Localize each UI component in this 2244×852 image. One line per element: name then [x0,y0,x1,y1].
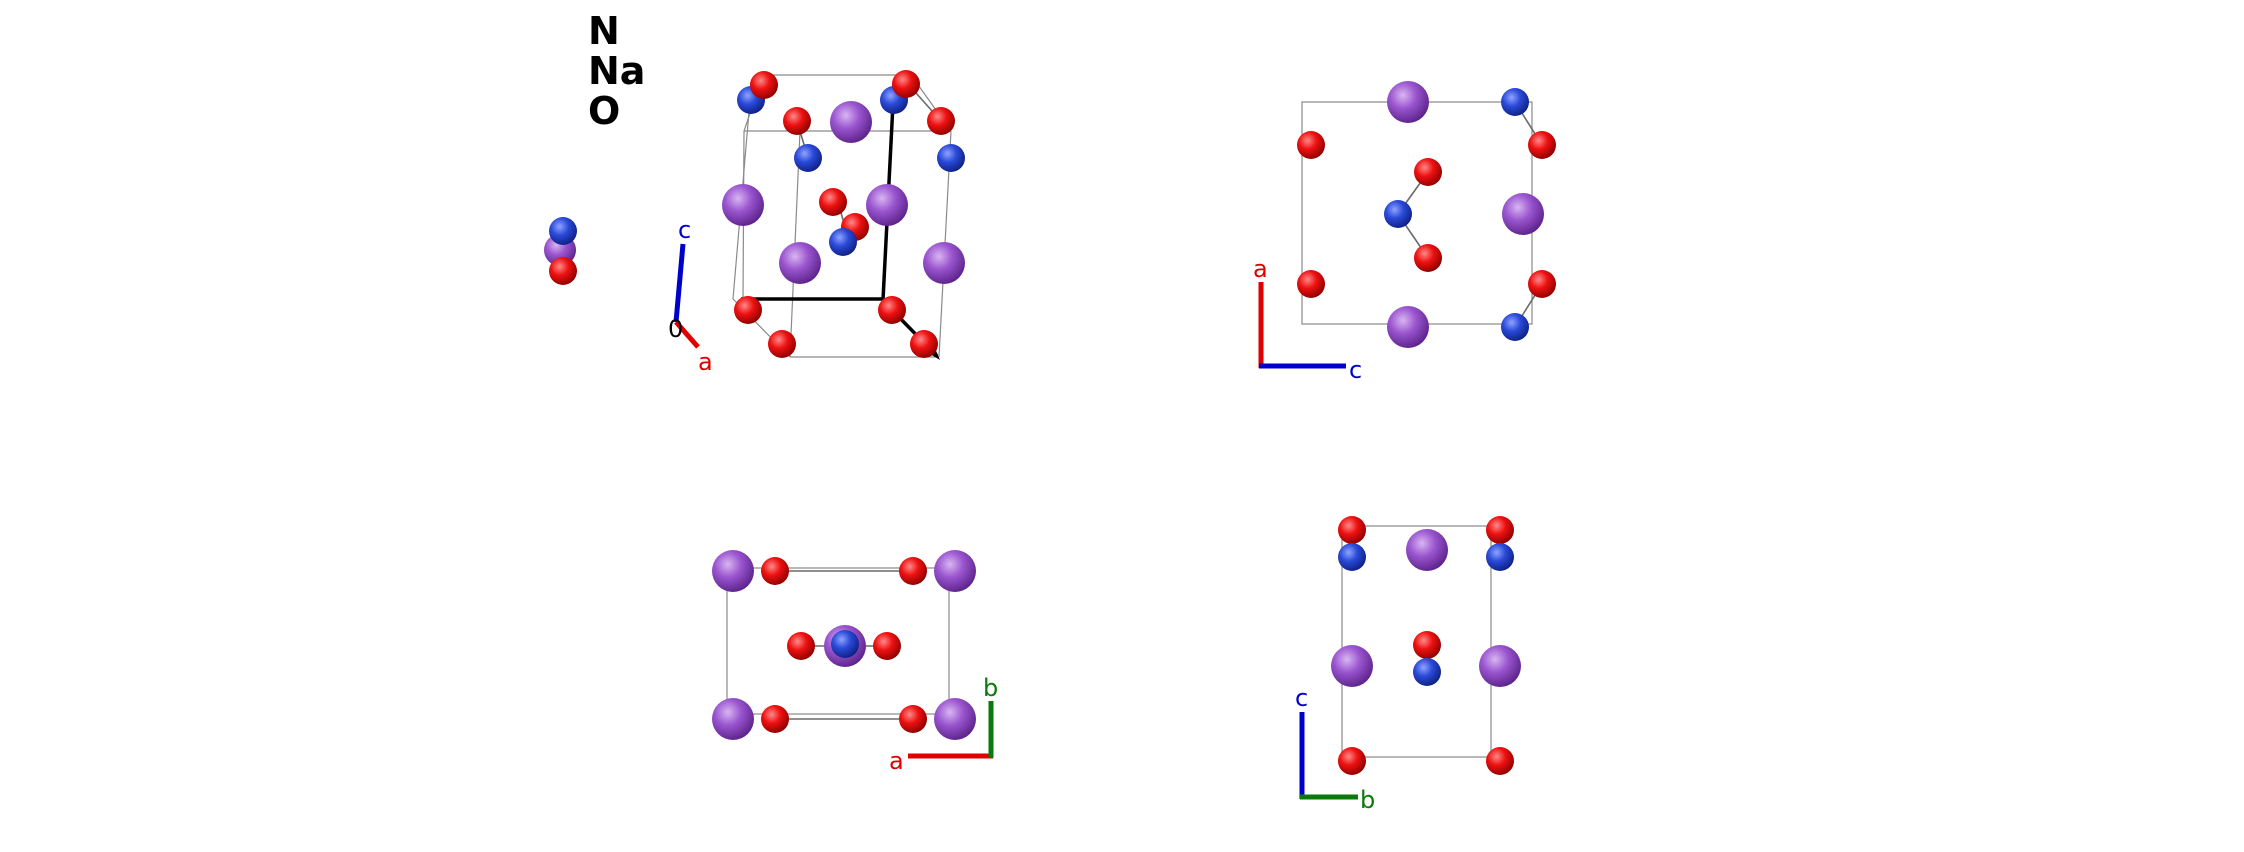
atoms-ac [1297,81,1556,348]
o-atom [783,107,811,135]
axis-c-line [673,243,686,323]
o-atom [878,296,906,324]
o-atom [761,705,789,733]
na-atom [1387,306,1429,348]
o-atom [1338,516,1366,544]
perspective-view: c 0 a [668,70,965,376]
na-atom [934,698,976,740]
na-atom [712,698,754,740]
o-atom [1528,270,1556,298]
n-atom [829,228,857,256]
axis-b-label: b [1360,786,1375,814]
na-atom [722,184,764,226]
o-atom [1486,516,1514,544]
n-atom [1384,200,1412,228]
o-atom [761,557,789,585]
o-atom [873,632,901,660]
n-atom [549,217,577,245]
o-atom [899,557,927,585]
o-atom [768,330,796,358]
o-atom [819,188,847,216]
o-atom [1338,747,1366,775]
legend-label-na: Na [588,49,645,93]
o-atom [910,330,938,358]
o-atom [1414,244,1442,272]
o-atom [1414,158,1442,186]
unit-cell-cb [1341,525,1492,758]
atoms-perspective [722,70,965,358]
partial-atoms-left [544,217,577,285]
o-atom [927,107,955,135]
atoms-ab [712,550,976,740]
o-atom [1297,131,1325,159]
n-atom [1413,658,1441,686]
ac-projection-view: a c [1253,81,1556,384]
axis-a-line [674,320,700,349]
ab-projection-view: a b [712,550,998,775]
na-atom [1479,645,1521,687]
o-atom [892,70,920,98]
na-atom [830,101,872,143]
n-atom [794,144,822,172]
o-atom [787,632,815,660]
n-atom [937,144,965,172]
na-atom [712,550,754,592]
na-atom [779,242,821,284]
axes-ab: a b [889,674,998,775]
o-atom [549,257,577,285]
na-atom [1387,81,1429,123]
axis-a-label: a [889,747,904,775]
cb-projection-view: c b [1295,516,1521,814]
o-atom [1413,631,1441,659]
o-atom [734,296,762,324]
n-atom [1501,313,1529,341]
axis-a-label: a [698,348,713,376]
axis-origin-label: 0 [668,315,683,343]
n-atom [1486,543,1514,571]
axes-ac: a c [1253,255,1362,384]
n-atom [1338,543,1366,571]
na-atom [866,184,908,226]
o-atom [899,705,927,733]
axis-c-label: c [1349,356,1362,384]
na-atom [923,242,965,284]
axes-cb: c b [1295,684,1375,814]
o-atom [1486,747,1514,775]
n-atom [1501,88,1529,116]
legend-label-n: N [588,9,620,53]
axis-b-label: b [983,674,998,702]
o-atom [750,71,778,99]
n-atom [831,630,859,658]
na-atom [1331,645,1373,687]
o-atom [1528,131,1556,159]
atoms-cb [1331,516,1521,775]
axis-c-label: c [678,216,691,244]
na-atom [1406,529,1448,571]
na-atom [934,550,976,592]
unit-cell-ac [1301,101,1533,325]
axis-a-label: a [1253,255,1268,283]
element-legend: N Na O [588,9,645,133]
unit-cell-ab [726,567,950,715]
o-atom [1297,270,1325,298]
axis-c-label: c [1295,684,1308,712]
na-atom [1502,193,1544,235]
legend-label-o: O [588,89,620,133]
axes-perspective: c 0 a [668,216,713,376]
